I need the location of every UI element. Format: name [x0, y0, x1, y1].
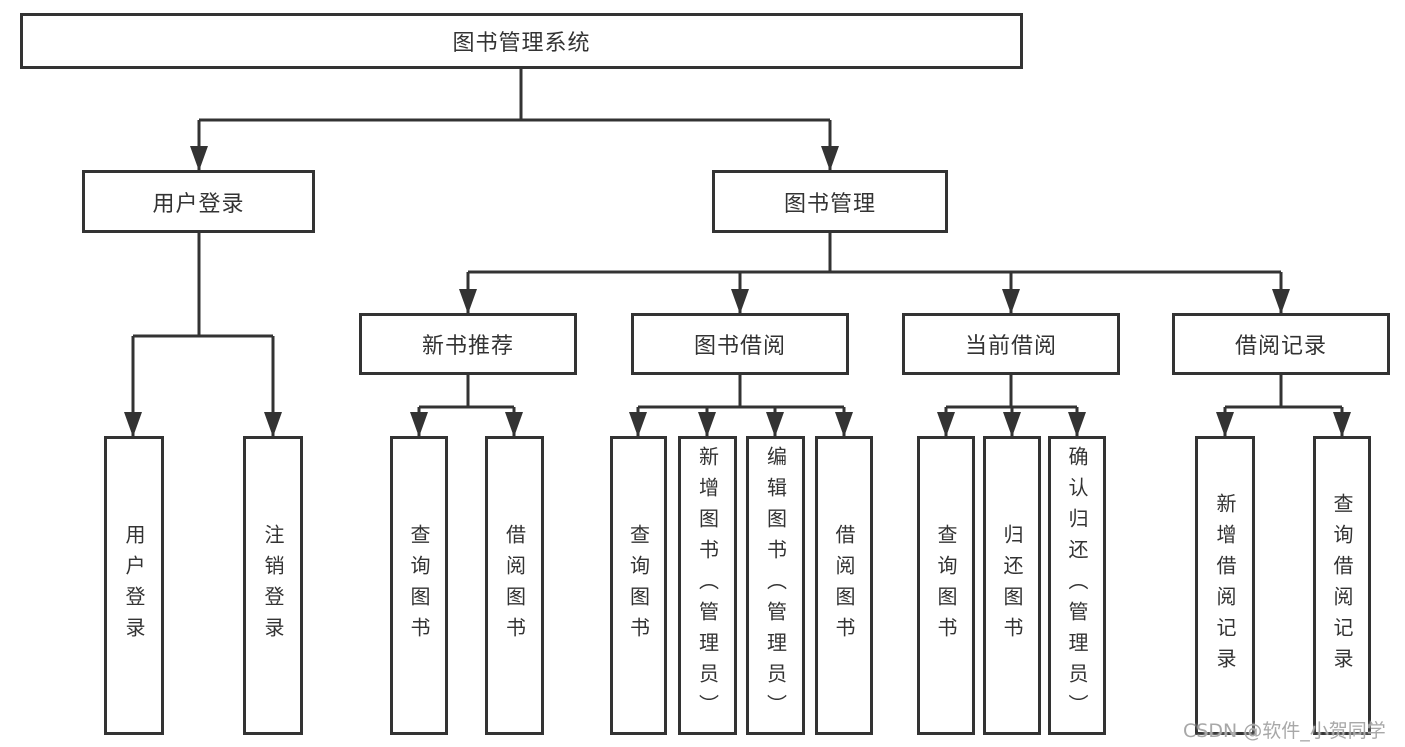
node-book-management: 图书管理 — [712, 170, 948, 233]
leaf-query-books-current: 查询图书 — [917, 436, 975, 735]
leaf-borrow-books-recommend: 借阅图书 — [485, 436, 544, 735]
leaf-borrow-books: 借阅图书 — [815, 436, 873, 735]
leaf-edit-book-admin: 编辑图书（管理员） — [746, 436, 805, 735]
node-root: 图书管理系统 — [20, 13, 1023, 69]
leaf-user-login: 用户登录 — [104, 436, 164, 735]
node-new-book-recommend: 新书推荐 — [359, 313, 577, 375]
leaf-query-books-recommend: 查询图书 — [390, 436, 448, 735]
leaf-add-borrow-record: 新增借阅记录 — [1195, 436, 1255, 735]
node-current-borrow: 当前借阅 — [902, 313, 1120, 375]
leaf-query-books-borrow: 查询图书 — [610, 436, 667, 735]
node-borrow-records: 借阅记录 — [1172, 313, 1390, 375]
leaf-return-book: 归还图书 — [983, 436, 1041, 735]
leaf-query-borrow-record: 查询借阅记录 — [1313, 436, 1371, 735]
leaf-add-book-admin: 新增图书（管理员） — [678, 436, 737, 735]
node-book-borrow: 图书借阅 — [631, 313, 849, 375]
watermark: CSDN @软件_小贺同学 — [1183, 720, 1386, 742]
leaf-confirm-return-admin: 确认归还（管理员） — [1048, 436, 1106, 735]
node-user-login: 用户登录 — [82, 170, 315, 233]
leaf-logout: 注销登录 — [243, 436, 303, 735]
